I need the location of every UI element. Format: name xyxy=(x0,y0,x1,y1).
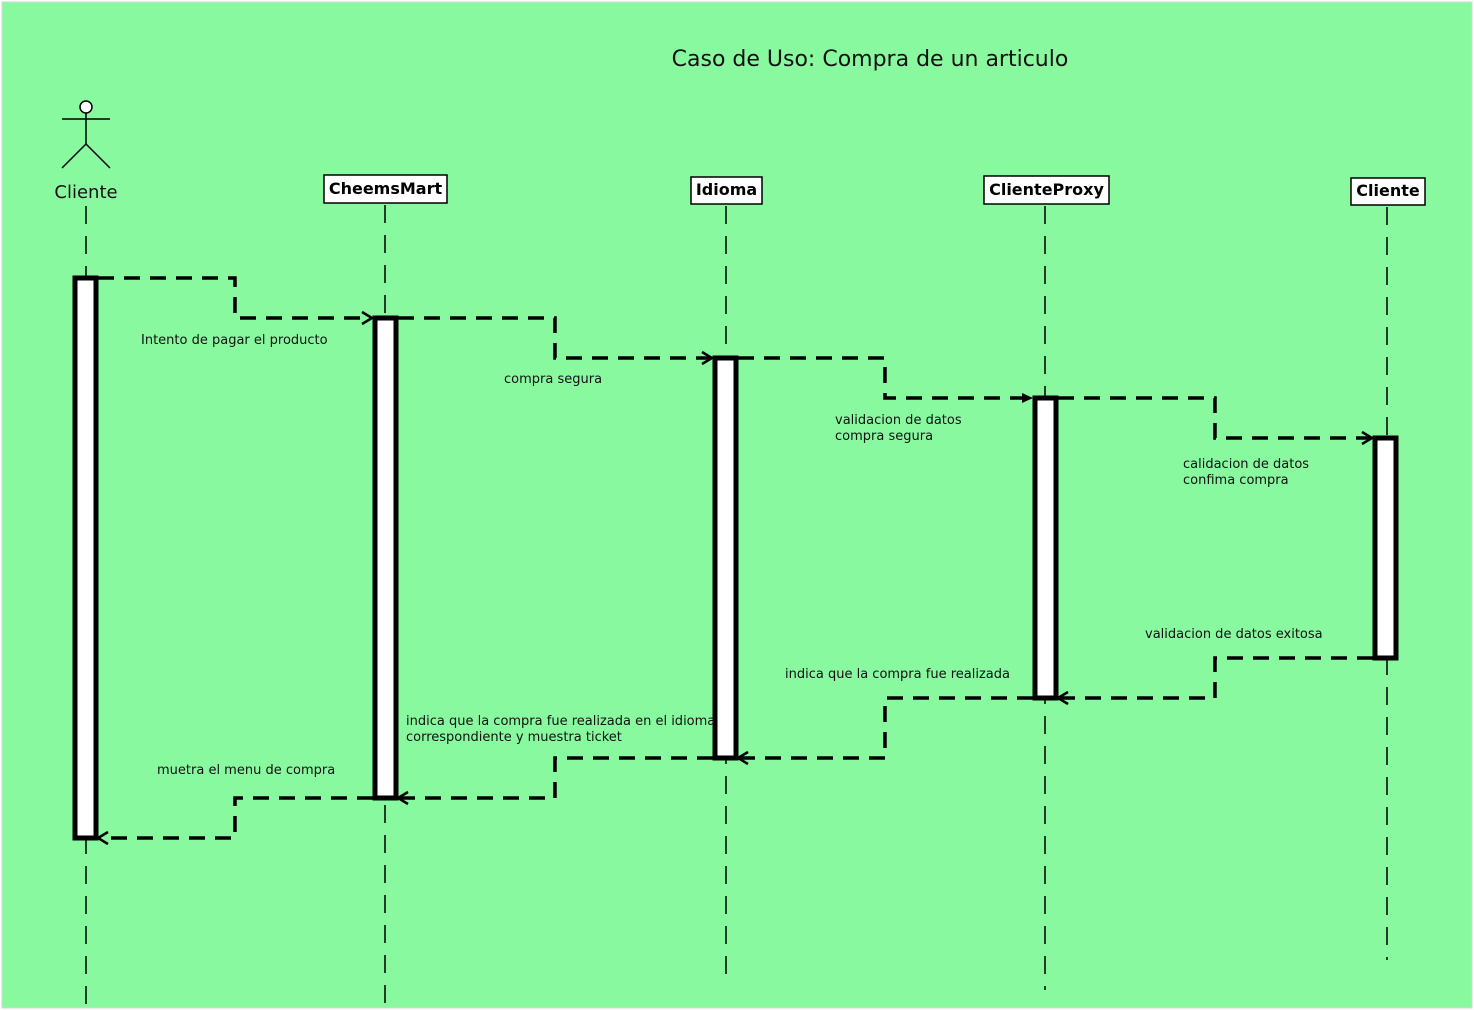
activation-bar-clienteproxy xyxy=(1032,395,1059,701)
message-arrow-7 xyxy=(400,756,713,800)
arrowhead-7 xyxy=(395,790,409,806)
activation-bar-idioma xyxy=(712,355,739,761)
object-box xyxy=(690,176,763,205)
message-label-6: indica que la compra fue realizada xyxy=(785,667,1010,682)
object-name: Idioma xyxy=(696,180,757,199)
arrowhead-5 xyxy=(1055,690,1069,706)
arrowhead-4 xyxy=(1361,430,1375,446)
object-cheemsmart: CheemsMart xyxy=(323,174,448,204)
arrowhead-8 xyxy=(95,830,109,846)
message-label-5: validacion de datos exitosa xyxy=(1145,627,1323,642)
object-box xyxy=(1350,177,1426,206)
arrowhead-2 xyxy=(701,350,715,366)
arrowhead-1 xyxy=(361,310,375,326)
message-label-7: indica que la compra fue realizada en el… xyxy=(406,714,719,745)
message-arrow-1 xyxy=(98,276,370,320)
actor-name: Cliente xyxy=(54,182,117,203)
object-name: Cliente xyxy=(1356,181,1420,200)
activation-bar-actor xyxy=(72,275,99,841)
object-clienteproxy: ClienteProxy xyxy=(983,175,1110,205)
arrowhead-6 xyxy=(735,750,749,766)
diagram-title: Caso de Uso: Compra de un articulo xyxy=(672,47,1069,72)
object-idioma: Idioma xyxy=(690,176,763,205)
object-name: CheemsMart xyxy=(329,179,443,198)
stick-figure-icon xyxy=(61,100,111,169)
message-label-3: validacion de datos compra segura xyxy=(835,413,966,444)
message-arrow-4 xyxy=(1058,396,1370,440)
message-arrow-2 xyxy=(398,316,710,360)
object-box xyxy=(983,175,1110,205)
object-cliente: Cliente xyxy=(1350,177,1426,206)
message-arrow-8 xyxy=(100,796,373,840)
message-label-1: Intento de pagar el producto xyxy=(141,333,328,348)
actor-cliente: Cliente xyxy=(54,100,118,203)
message-label-8: muetra el menu de compra xyxy=(157,763,335,778)
message-arrow-3 xyxy=(738,356,1030,400)
object-box xyxy=(323,174,448,204)
message-label-2: compra segura xyxy=(504,372,602,387)
message-label-4: calidacion de datos confima compra xyxy=(1183,457,1313,488)
arrowhead-3 xyxy=(1022,393,1033,403)
activation-bar-cliente xyxy=(1372,435,1399,661)
object-name: ClienteProxy xyxy=(989,180,1104,199)
message-arrow-5 xyxy=(1060,656,1373,700)
activation-bar-cheemsmart xyxy=(372,315,399,801)
